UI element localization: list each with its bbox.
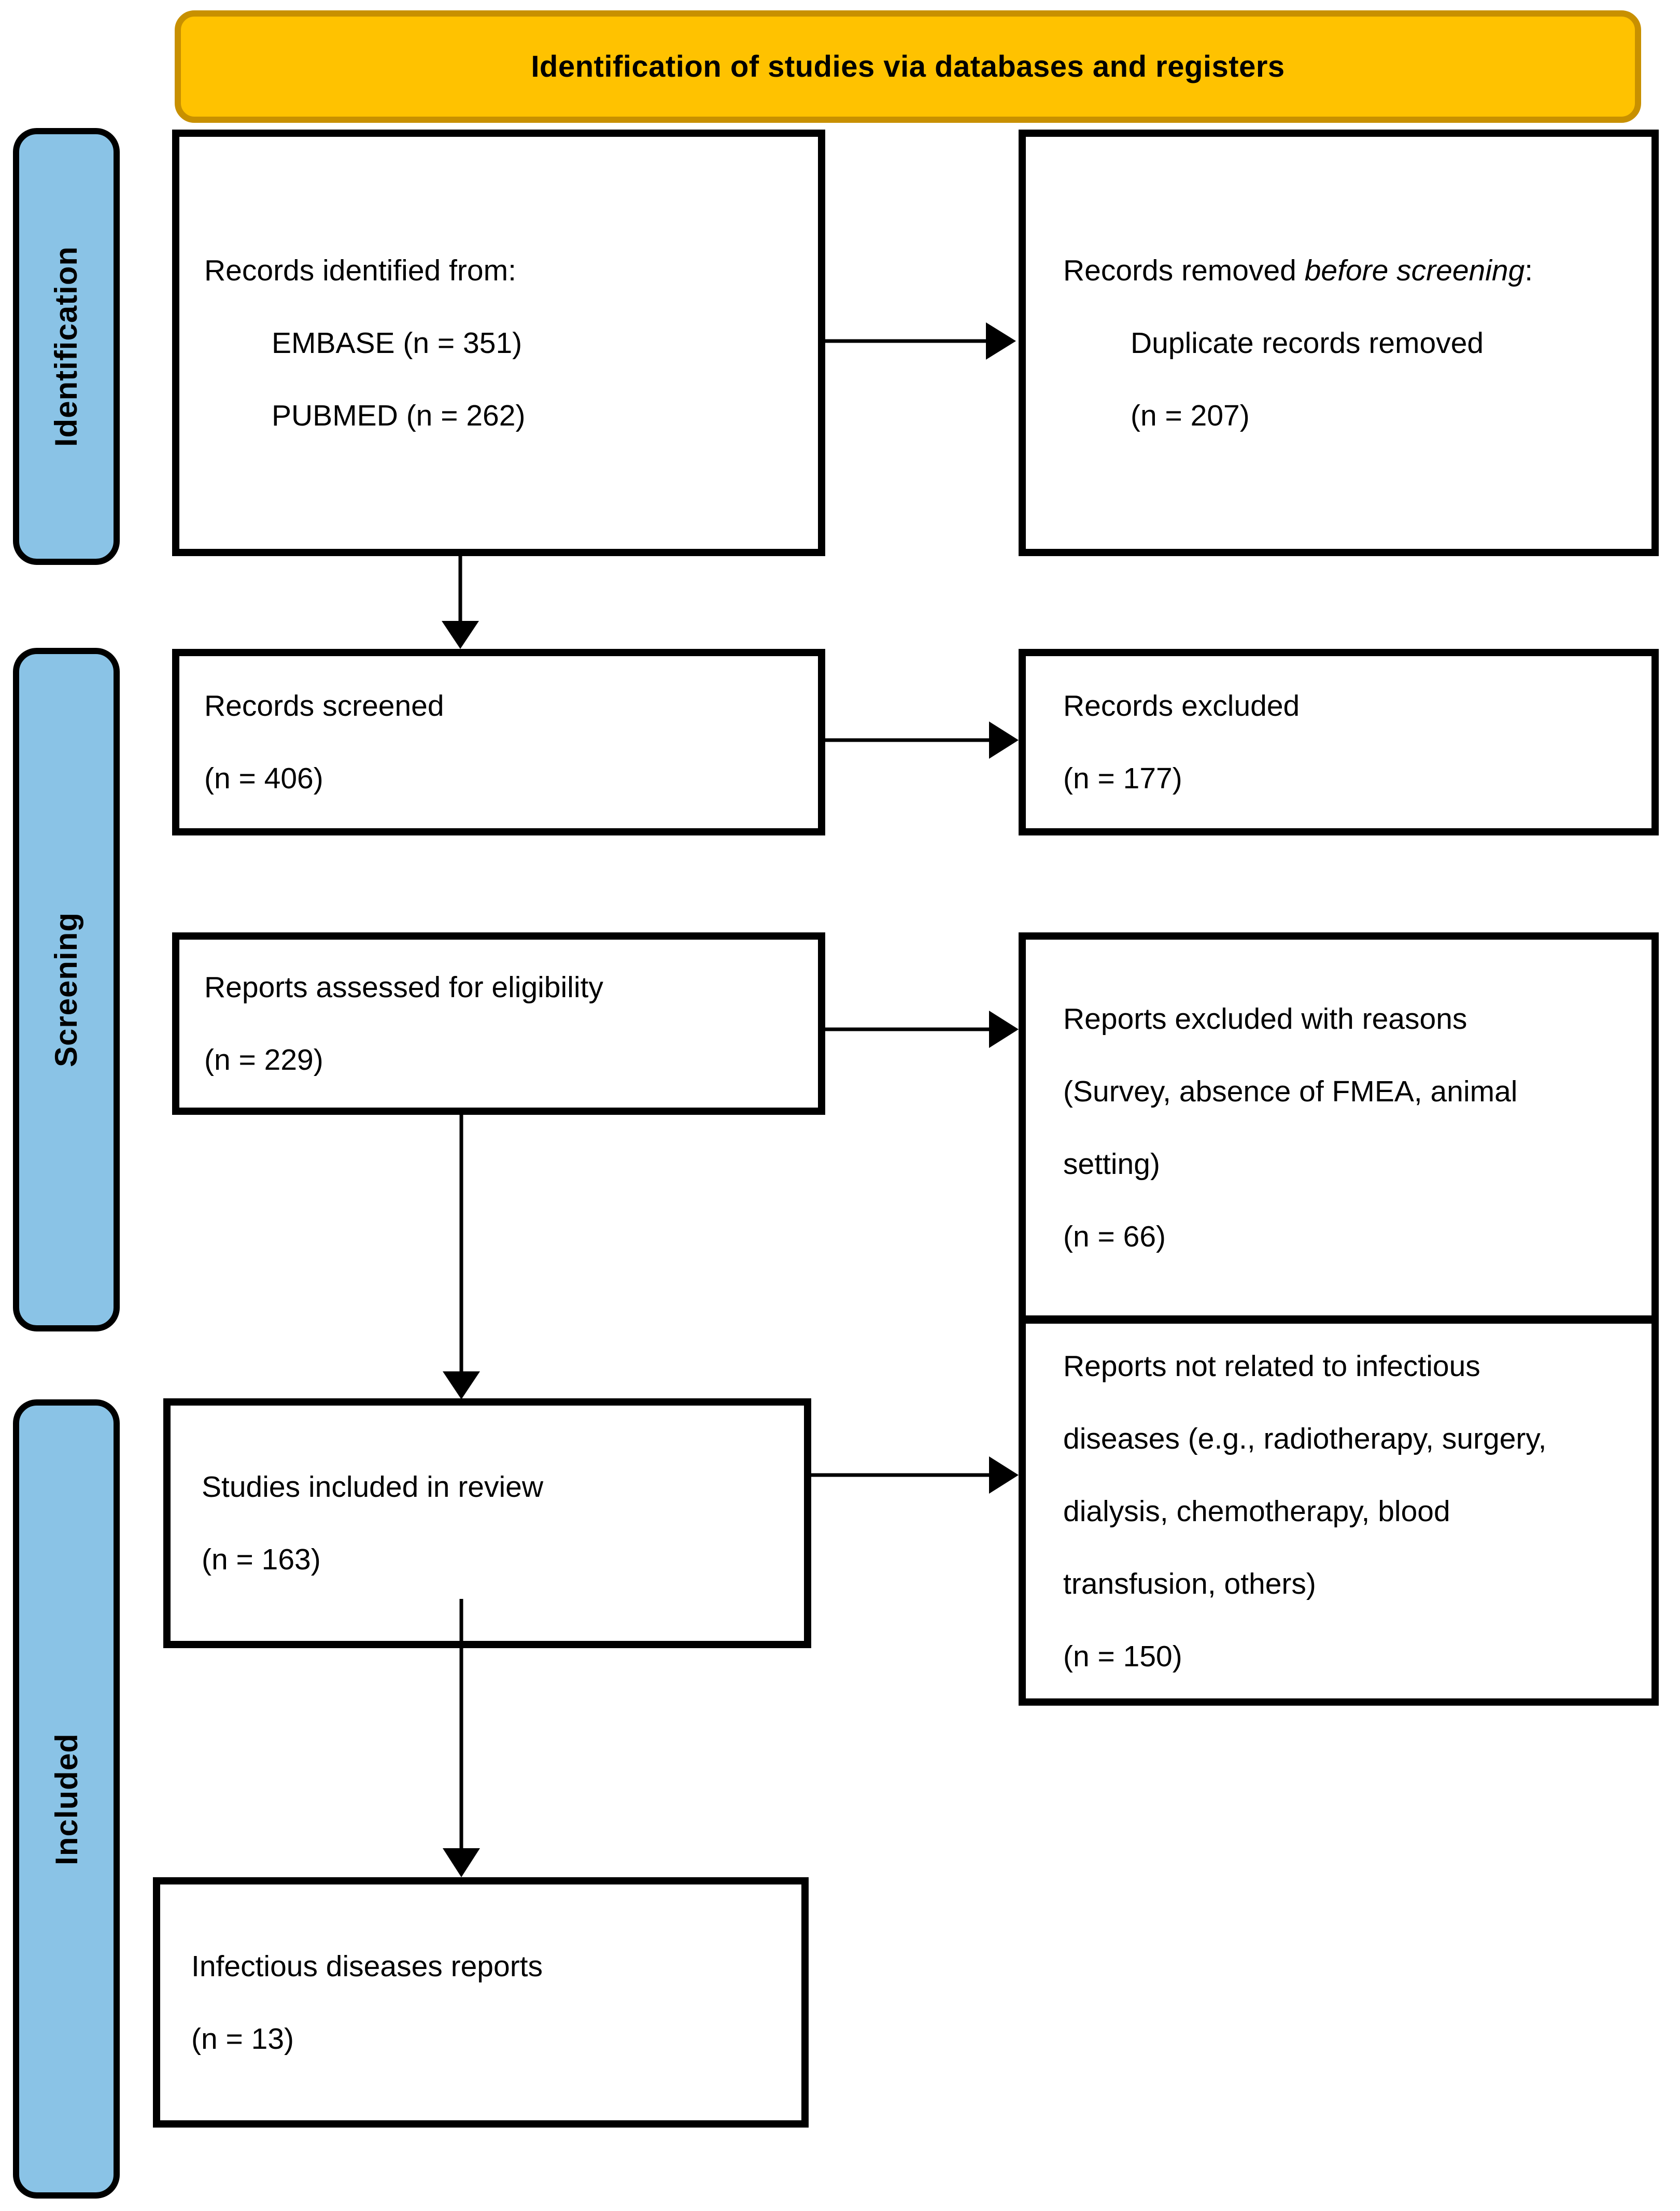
arrow-screened-to-excluded [825,721,1019,759]
text-line: Records identified from: [204,253,516,287]
text-line: Infectious diseases reports [191,1949,543,1983]
text-line: Reports assessed for eligibility [204,971,603,1004]
text-line: Studies included in review [202,1470,544,1504]
box-reports-assessed: Reports assessed for eligibility (n = 22… [172,932,825,1115]
text-line: (n = 66) [1063,1220,1166,1253]
arrow-identified-to-screened [442,556,479,649]
text-line: diseases (e.g., radiotherapy, surgery, [1063,1422,1547,1455]
text-line: (n = 406) [204,762,323,795]
text-line: Reports excluded with reasons [1063,1002,1467,1036]
stage-label-included: Included [13,1399,120,2199]
arrow-studies-to-not-related [811,1456,1019,1494]
stage-label-identification: Identification [13,128,120,565]
text-line: (n = 207) [1131,399,1250,432]
text-line: Reports not related to infectious [1063,1349,1480,1383]
text-line: dialysis, chemotherapy, blood [1063,1494,1450,1528]
text-line: (Survey, absence of FMEA, animal [1063,1074,1518,1108]
arrow-assessed-to-studies-included [443,1115,480,1399]
stage-label-text: Included [49,1733,84,1865]
box-infectious-reports: Infectious diseases reports (n = 13) [153,1877,809,2128]
box-reports-not-related: Reports not related to infectious diseas… [1019,1316,1659,1706]
stage-label-screening: Screening [13,648,120,1331]
box-reports-excluded: Reports excluded with reasons (Survey, a… [1019,932,1659,1323]
text-line: Records screened [204,689,444,722]
header-banner: Identification of studies via databases … [175,10,1641,123]
arrow-assessed-to-reports-excluded [825,1011,1019,1048]
text-line: (n = 13) [191,2022,294,2056]
text-line: Records removed before screening: [1063,253,1533,287]
box-studies-included: Studies included in review (n = 163) [163,1398,811,1648]
text-line: Records excluded [1063,689,1300,722]
text-line: (n = 163) [202,1543,321,1576]
text-line: setting) [1063,1147,1160,1181]
text-line: PUBMED (n = 262) [272,399,526,432]
arrow-identified-to-removed [825,322,1016,360]
text-line: Duplicate records removed [1131,326,1484,360]
text-line: (n = 177) [1063,762,1182,795]
text-line: EMBASE (n = 351) [272,326,523,360]
text-line: (n = 150) [1063,1639,1182,1673]
box-records-excluded: Records excluded (n = 177) [1019,649,1659,835]
stage-label-text: Identification [49,246,84,447]
box-records-removed: Records removed before screening: Duplic… [1019,130,1659,556]
box-records-screened: Records screened (n = 406) [172,649,825,835]
stage-label-text: Screening [49,912,84,1068]
italic-text: before screening [1304,253,1525,287]
text-line: transfusion, others) [1063,1567,1316,1600]
banner-title: Identification of studies via databases … [531,50,1285,83]
box-records-identified: Records identified from: EMBASE (n = 351… [172,130,825,556]
text-line: (n = 229) [204,1043,323,1076]
